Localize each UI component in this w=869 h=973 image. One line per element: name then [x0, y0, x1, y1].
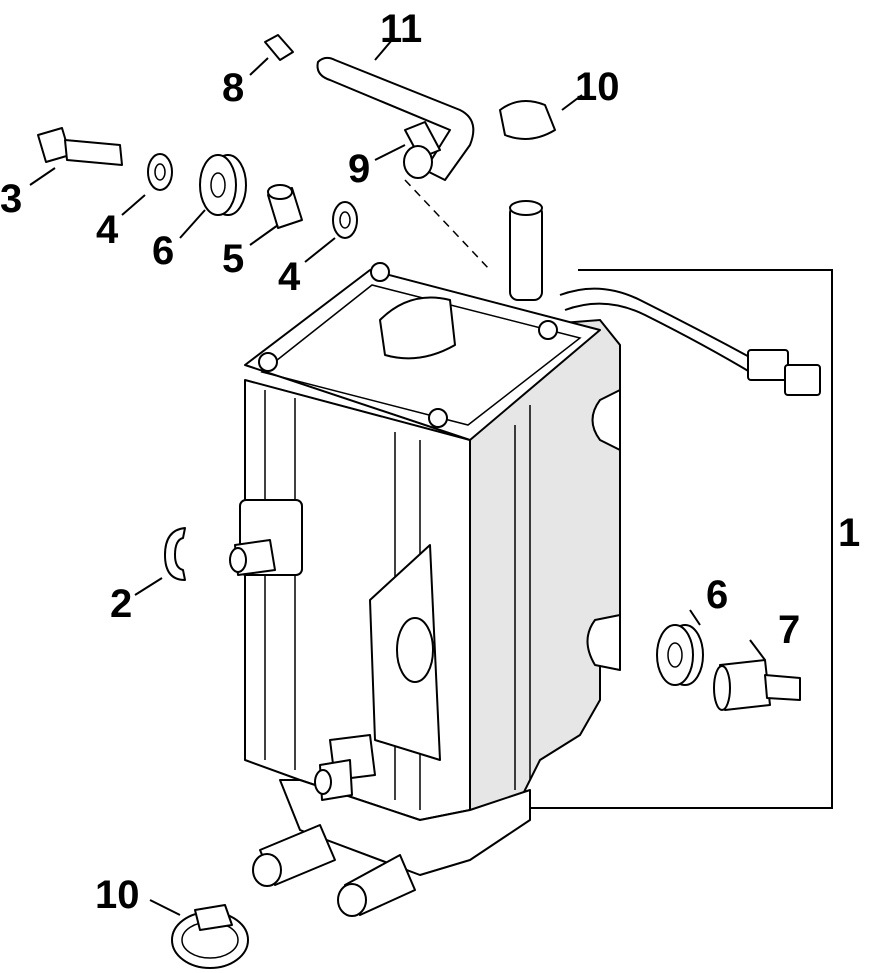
- callout-9: 9: [348, 147, 370, 191]
- bracket-line-1: [530, 269, 833, 809]
- pin-part-8: [264, 34, 294, 61]
- callout-8: 8: [222, 66, 244, 110]
- bolt-part-3: [37, 127, 123, 166]
- callout-4b: 4: [278, 255, 301, 299]
- grommet-part-6b: [656, 624, 704, 686]
- callout-11: 11: [380, 7, 422, 51]
- callout-10a: 10: [575, 65, 620, 109]
- callout-2: 2: [110, 582, 132, 626]
- clamp-part-10b: [171, 904, 249, 969]
- callout-7: 7: [778, 608, 800, 652]
- callout-5: 5: [222, 237, 244, 281]
- callout-6b: 6: [706, 573, 728, 617]
- washer-part-4b: [332, 201, 358, 239]
- callout-10b: 10: [95, 873, 140, 917]
- fuel-tank-assembly: [229, 200, 821, 917]
- e-clip-part-2: [164, 527, 186, 581]
- callout-6a: 6: [152, 229, 174, 273]
- hose-part-11: [316, 56, 475, 181]
- callout-4a: 4: [96, 208, 119, 252]
- grommet-part-6a: [199, 154, 247, 216]
- callout-1: 1: [838, 511, 860, 555]
- washer-part-4a: [147, 153, 173, 191]
- sleeve-part-5: [267, 184, 303, 229]
- clip-part-9: [403, 121, 441, 179]
- fitting-part-7: [713, 659, 801, 711]
- clamp-part-10a: [499, 100, 556, 140]
- callout-3: 3: [0, 177, 22, 221]
